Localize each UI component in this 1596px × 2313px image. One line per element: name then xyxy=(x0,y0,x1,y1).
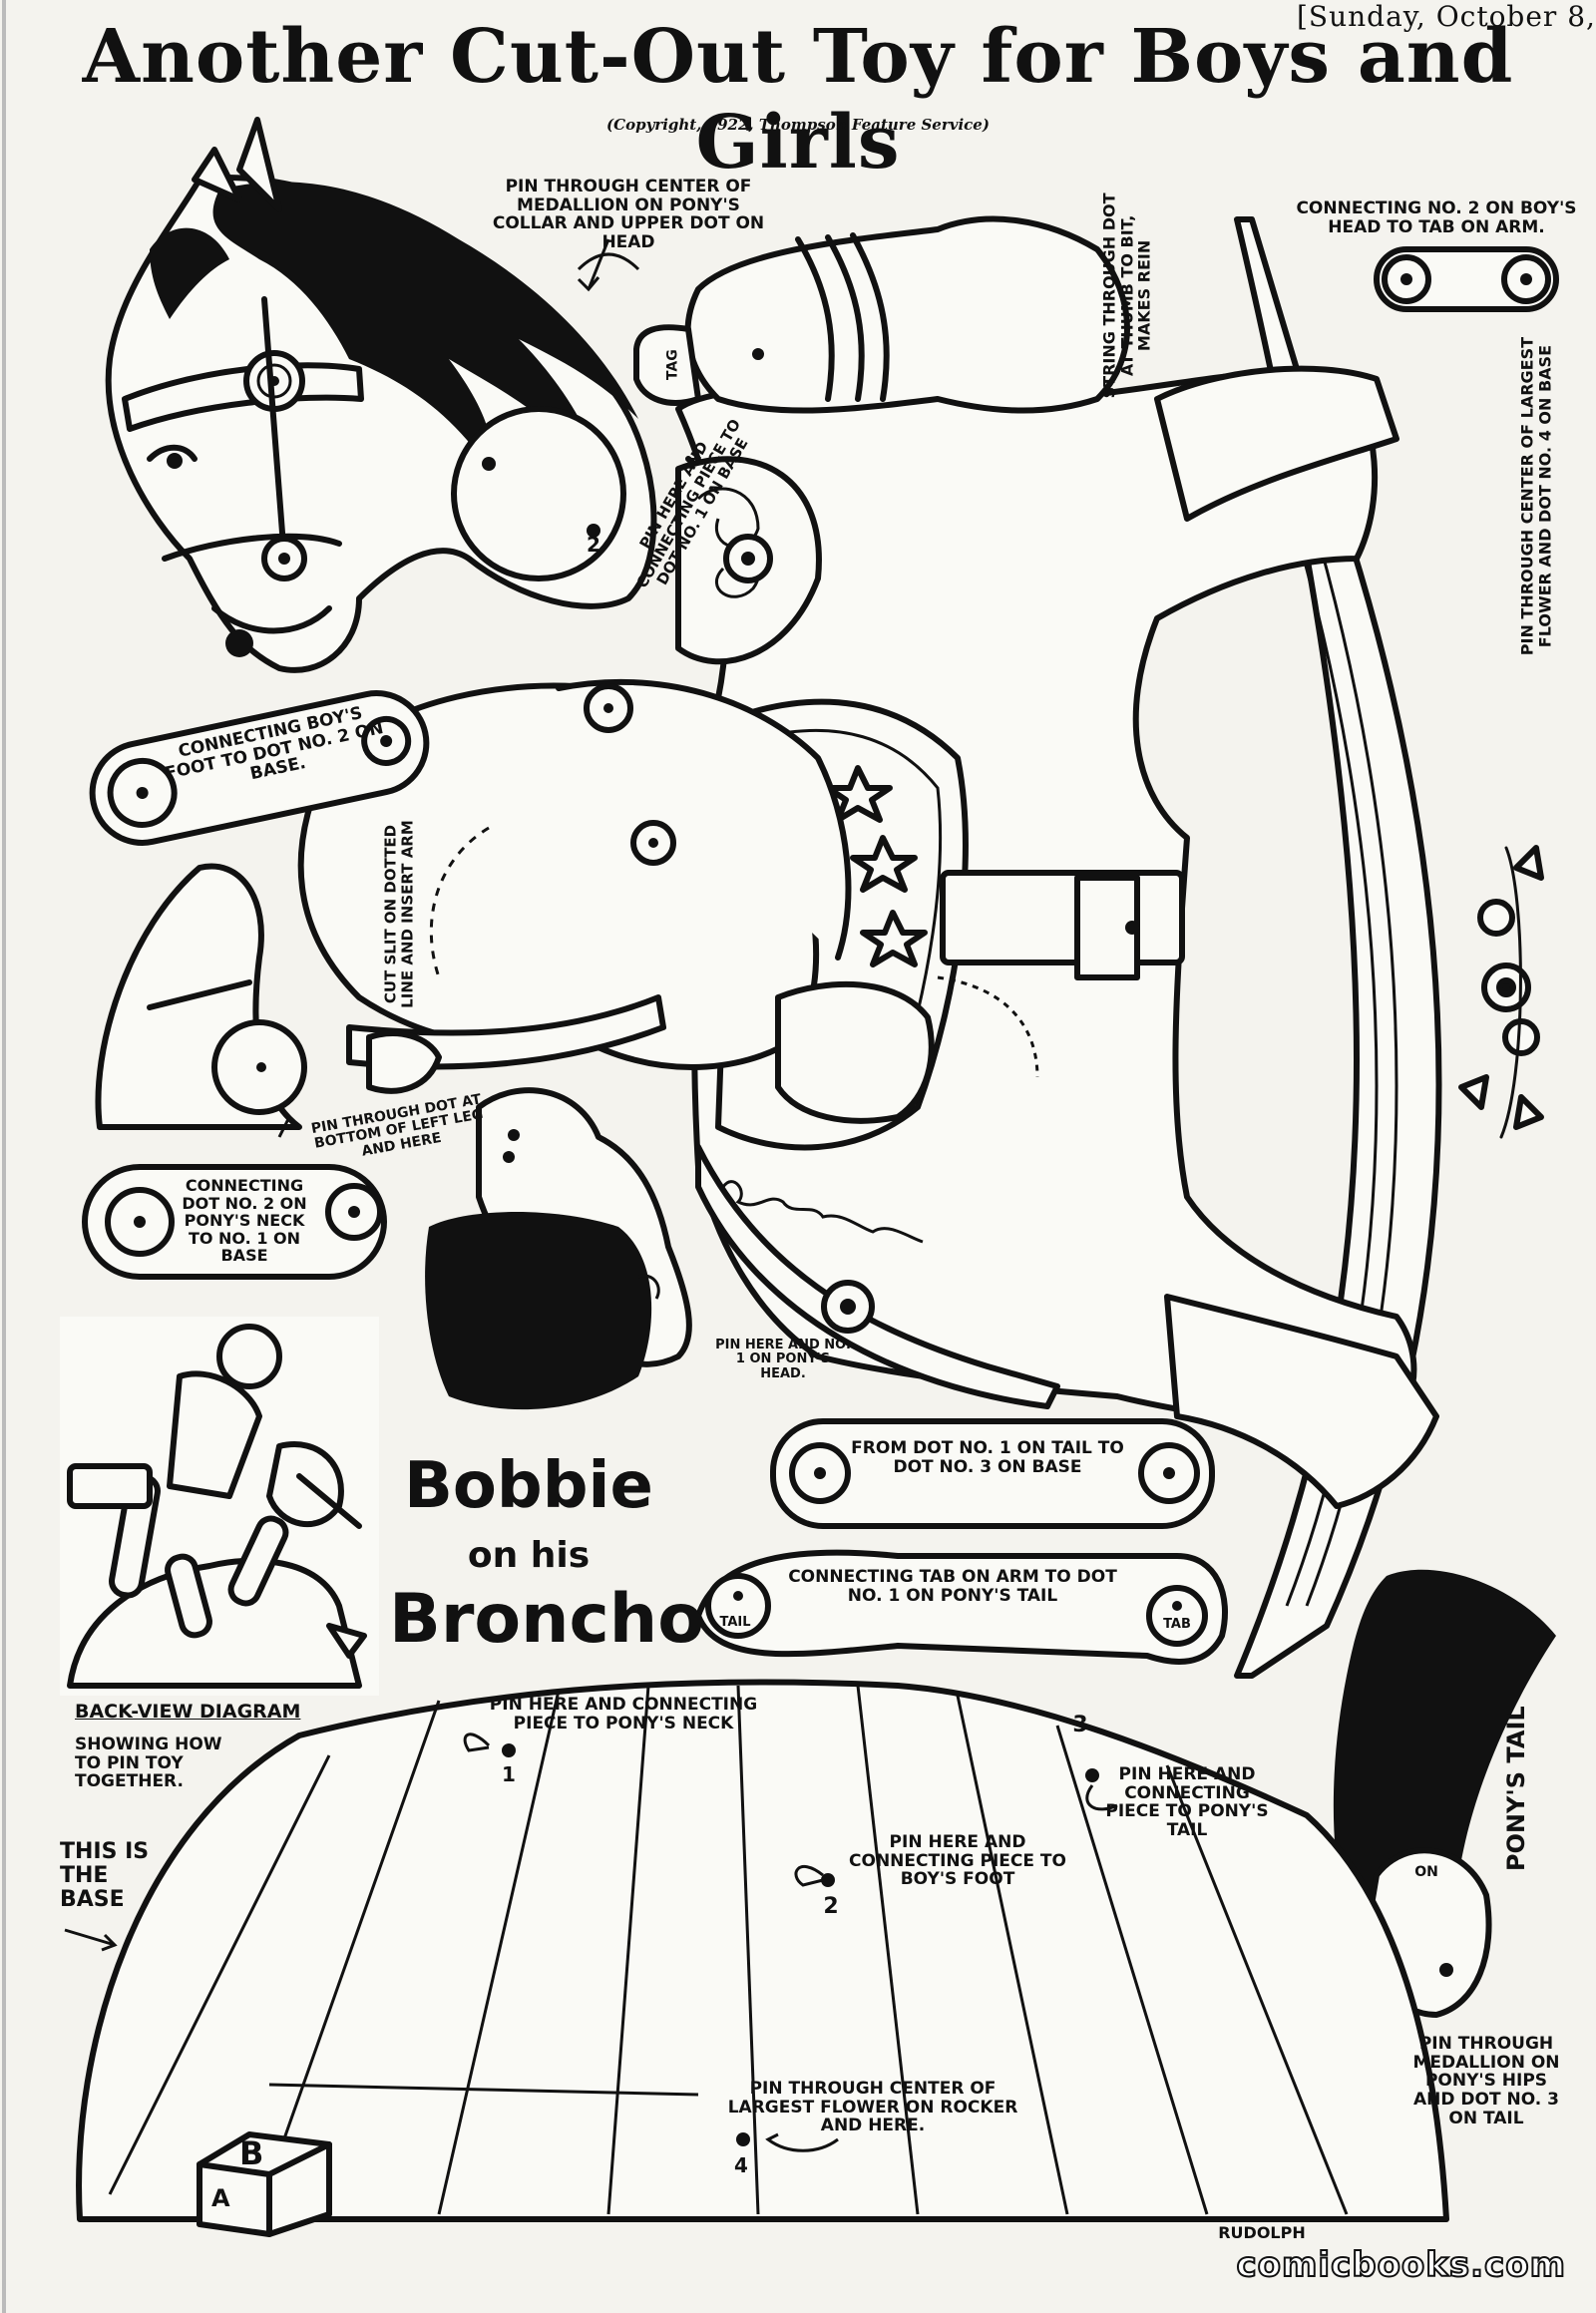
label-cut-slit: CUT SLIT ON DOTTED LINE AND INSERT ARM xyxy=(381,820,417,1008)
label-string-rein: STRING THROUGH DOT AT THUMB TO BIT, MAKE… xyxy=(1099,193,1154,399)
head-number-2: 2 xyxy=(587,533,600,557)
tab-connector-top xyxy=(1374,246,1559,312)
connector-dot-neck xyxy=(82,1164,387,1280)
label-tab-arm-tail: CONNECTING TAB ON ARM TO DOT NO. 1 ON PO… xyxy=(788,1567,1117,1606)
neck-connector xyxy=(675,456,822,665)
page-title: Another Cut-Out Toy for Boys and Girls xyxy=(82,14,1514,186)
boy-boot xyxy=(95,863,307,1130)
feature-title-line3: Broncho xyxy=(389,1580,704,1659)
label-medallion-collar: PIN THROUGH CENTER OF MEDALLION ON PONY'… xyxy=(492,177,765,253)
base-number-2: 2 xyxy=(823,1894,839,1919)
base-number-4: 4 xyxy=(734,2153,748,2177)
label-tab-tab: TAB xyxy=(1163,1617,1191,1632)
connector-tab-arm-tail xyxy=(695,1549,1228,1665)
back-view-diagram xyxy=(60,1317,379,1696)
label-pin-tail: PIN HERE AND CONNECTING PIECE TO PONY'S … xyxy=(1105,1764,1269,1841)
connector-tail-to-base xyxy=(770,1418,1215,1529)
copyright-line: (Copyright, 1922, Thompson Feature Servi… xyxy=(606,116,990,134)
tail-on-label: ON xyxy=(1414,1864,1438,1880)
label-pin-here-head: PIN HERE AND NO. 1 ON PONY'S HEAD. xyxy=(715,1338,851,1381)
label-back-view: BACK-VIEW DIAGRAM xyxy=(75,1701,301,1723)
feature-title-line1: Bobbie xyxy=(404,1449,653,1523)
base-number-1: 1 xyxy=(502,1762,516,1786)
label-showing: SHOWING HOW TO PIN TOY TOGETHER. xyxy=(75,1735,222,1792)
dateline: [Sunday, October 8, 192 xyxy=(1297,0,1596,33)
artist-signature: RUDOLPH xyxy=(1218,2223,1306,2242)
label-largest-flower: PIN THROUGH CENTER OF LARGEST FLOWER AND… xyxy=(1517,336,1554,656)
label-tail-to-base: FROM DOT NO. 1 ON TAIL TO DOT NO. 3 ON B… xyxy=(851,1438,1124,1477)
block-letter-a: A xyxy=(211,2184,230,2212)
label-tail-tab: TAIL xyxy=(719,1615,751,1630)
block-letter-b: B xyxy=(239,2134,264,2172)
label-tag: TAG xyxy=(664,349,681,381)
boy-body xyxy=(297,678,1039,1124)
label-medallion-hips: PIN THROUGH MEDALLION ON PONY'S HIPS AND… xyxy=(1412,2034,1560,2128)
label-pin-neck: PIN HERE AND CONNECTING PIECE TO PONY'S … xyxy=(489,1695,758,1734)
base xyxy=(76,1679,1449,2237)
rocker-flower xyxy=(1458,845,1544,1139)
boy-head xyxy=(425,1087,692,1410)
label-dot-neck: CONNECTING DOT NO. 2 ON PONY'S NECK TO N… xyxy=(182,1176,307,1266)
base-number-3: 3 xyxy=(1072,1713,1088,1737)
pony-head xyxy=(105,117,657,673)
label-pin-foot: PIN HERE AND CONNECTING PIECE TO BOY'S F… xyxy=(849,1832,1066,1890)
label-ponys-tail: PONY'S TAIL xyxy=(1501,1706,1530,1872)
label-this-base: THIS IS THE BASE xyxy=(60,1839,150,1913)
feature-title-line2: on his xyxy=(467,1535,591,1576)
boy-arm xyxy=(633,215,1130,414)
label-tab-arm: CONNECTING NO. 2 ON BOY'S HEAD TO TAB ON… xyxy=(1296,198,1577,237)
label-pin-rocker: PIN THROUGH CENTER OF LARGEST FLOWER ON … xyxy=(727,2079,1018,2136)
watermark: comicbooks.com xyxy=(1235,2244,1566,2286)
connector-boys-foot xyxy=(89,690,430,846)
